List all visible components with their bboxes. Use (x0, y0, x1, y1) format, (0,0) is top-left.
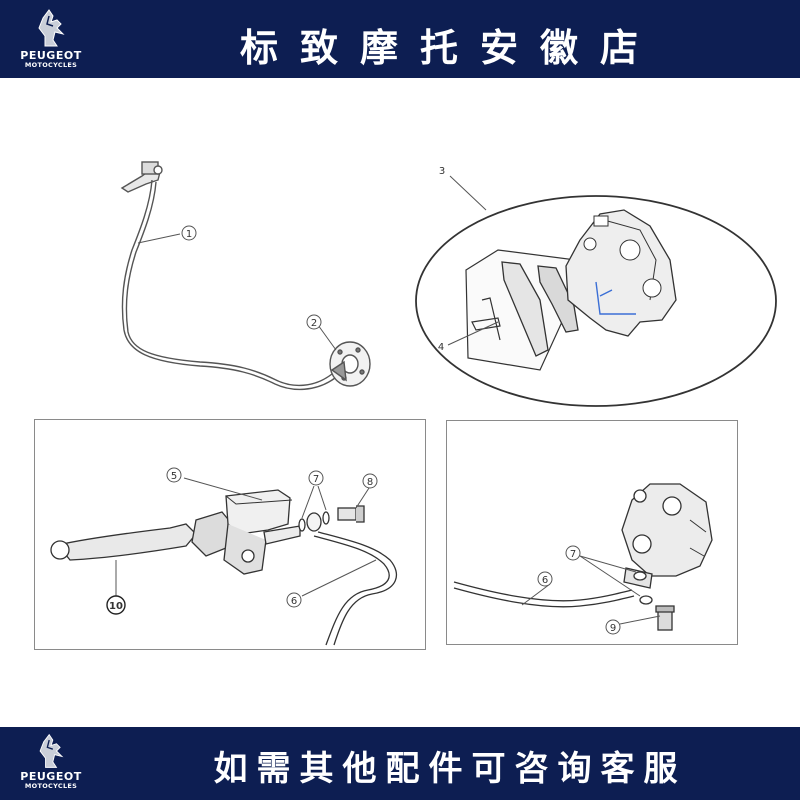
callout-7-right: 7 (570, 549, 576, 560)
logo-subtitle: MOTOCYCLES (24, 782, 78, 790)
callout-numbers: 1 2 3 4 5 6 6 7 7 8 9 10 (109, 166, 616, 634)
callout-3: 3 (439, 166, 445, 177)
footer-banner: PEUGEOT MOTOCYCLES 如需其他配件可咨询客服 (0, 727, 800, 800)
callout-6-right: 6 (542, 575, 548, 586)
logo-brand: PEUGEOT (20, 770, 82, 783)
callout-7-left: 7 (313, 474, 319, 485)
lion-icon (39, 733, 64, 768)
master-cylinder-lever-drawing (50, 489, 398, 646)
header-title: 标致摩托安徽店 (239, 26, 660, 70)
brake-hose-assembly-drawing (120, 161, 371, 391)
callout-10: 10 (109, 601, 123, 612)
logo-subtitle: MOTOCYCLES (24, 61, 78, 69)
callout-2: 2 (311, 318, 317, 329)
caliper-detail-drawing (415, 195, 777, 407)
peugeot-logo: PEUGEOT MOTOCYCLES (6, 6, 96, 69)
callout-6-left: 6 (291, 596, 297, 607)
lion-icon (38, 9, 65, 47)
callout-8: 8 (367, 477, 373, 488)
callout-5: 5 (171, 471, 177, 482)
callout-4: 4 (438, 342, 444, 353)
header-banner: PEUGEOT MOTOCYCLES 标致摩托安徽店 (0, 0, 800, 78)
callout-1: 1 (186, 229, 192, 240)
callout-labels (106, 175, 661, 635)
caliper-hose-drawing (453, 483, 713, 631)
callout-9: 9 (610, 623, 616, 634)
peugeot-logo-footer: PEUGEOT MOTOCYCLES (6, 731, 96, 790)
footer-title: 如需其他配件可咨询客服 (213, 749, 687, 789)
logo-brand: PEUGEOT (20, 49, 82, 62)
